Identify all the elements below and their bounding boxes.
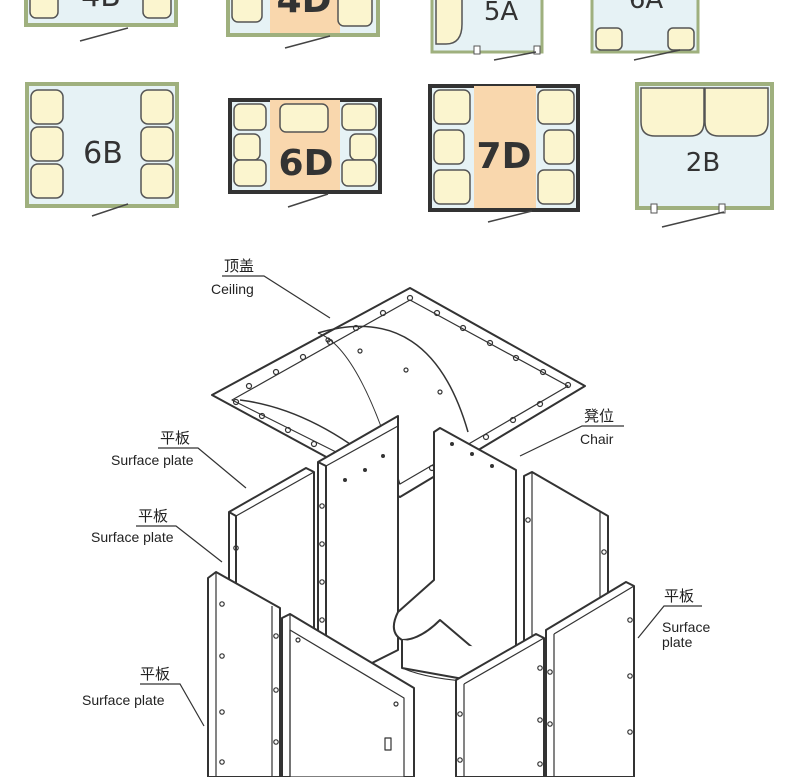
surface-plate-2-label-cn: 平板 bbox=[138, 507, 168, 525]
room-label-6b: 6B bbox=[83, 136, 123, 171]
ceiling-panel bbox=[211, 287, 586, 498]
surface-plate-right-label-en: Surface bbox=[662, 619, 710, 635]
room-plan-4d: 4D bbox=[226, 0, 380, 49]
room-plan-6b: 6B bbox=[25, 82, 179, 217]
ceiling-label-en: Ceiling bbox=[211, 281, 254, 297]
room-plan-6a: 6A bbox=[590, 0, 700, 61]
surface-plate-front-right bbox=[455, 581, 635, 777]
surface-plate-3-label-en: Surface plate bbox=[82, 692, 165, 708]
room-label-2b: 2B bbox=[686, 148, 720, 178]
surface-plate-2-label-en: Surface plate bbox=[91, 529, 174, 545]
callout-leaders bbox=[136, 275, 702, 727]
room-label-6d: 6D bbox=[279, 143, 334, 184]
room-label-5a: 5A bbox=[484, 0, 519, 27]
surface-plate-front-left bbox=[207, 571, 281, 777]
surface-plate-right-label-cn: 平板 bbox=[664, 587, 694, 605]
door-frame bbox=[281, 613, 415, 777]
room-label-7d: 7D bbox=[477, 136, 532, 177]
surface-plate-3-label-cn: 平板 bbox=[140, 665, 170, 683]
room-plan-4b: 4B bbox=[24, 0, 178, 42]
room-plan-2b: 2B bbox=[635, 82, 774, 228]
chair-label-en: Chair bbox=[580, 431, 614, 447]
room-plan-7d: 7D bbox=[428, 84, 580, 223]
exploded-view bbox=[207, 287, 635, 777]
surface-plate-1-label-en: Surface plate bbox=[111, 452, 194, 468]
room-plan-6d: 6D bbox=[228, 98, 382, 208]
surface-plate-1-label-cn: 平板 bbox=[160, 429, 190, 447]
surface-plate-right-label-en-2: plate bbox=[662, 634, 693, 650]
surface-plate-back-middle bbox=[317, 415, 399, 777]
room-label-6a: 6A bbox=[629, 0, 664, 15]
room-label-4d: 4D bbox=[277, 0, 332, 21]
room-label-4b: 4B bbox=[81, 0, 121, 14]
chair-label-cn: 凳位 bbox=[584, 407, 614, 425]
room-plan-5a: 5A bbox=[430, 0, 544, 61]
ceiling-label-cn: 顶盖 bbox=[224, 257, 254, 275]
